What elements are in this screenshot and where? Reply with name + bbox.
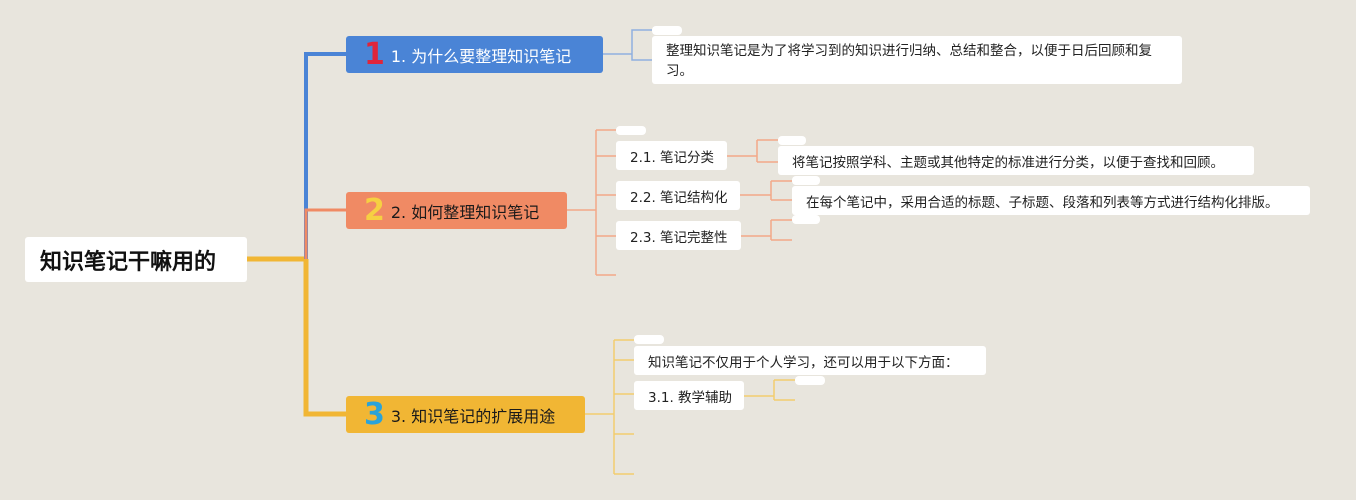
detail-text: 整理知识笔记是为了将学习到的知识进行归纳、总结和整合，以便于日后回顾和复习。 — [666, 43, 1152, 79]
empty-topic-stub[interactable] — [792, 176, 820, 185]
detail-card-why[interactable]: 整理知识笔记是为了将学习到的知识进行归纳、总结和整合，以便于日后回顾和复习。 — [652, 36, 1182, 84]
detail-card-structure[interactable]: 在每个笔记中，采用合适的标题、子标题、段落和列表等方式进行结构化排版。 — [792, 186, 1310, 215]
detail-text: 知识笔记不仅用于个人学习，还可以用于以下方面： — [648, 354, 959, 371]
subtopic-label: 2.2. 笔记结构化 — [630, 189, 728, 206]
branch-number-3: 3 — [364, 396, 385, 432]
root-topic[interactable]: 知识笔记干嘛用的 — [25, 237, 247, 282]
empty-topic-stub[interactable] — [778, 136, 806, 145]
branch-label: 2. 如何整理知识笔记 — [390, 202, 540, 222]
branch-extended-use[interactable]: 3 3. 知识笔记的扩展用途 — [346, 396, 585, 433]
empty-topic-stub[interactable] — [795, 376, 825, 385]
subtopic-teaching-aid[interactable]: 3.1. 教学辅助 — [634, 381, 744, 410]
subtopic-label: 3.1. 教学辅助 — [648, 389, 733, 406]
subtopic-label: 2.1. 笔记分类 — [630, 149, 715, 166]
empty-topic-stub[interactable] — [634, 335, 664, 344]
subtopic-note-completeness[interactable]: 2.3. 笔记完整性 — [616, 221, 741, 250]
empty-topic-stub[interactable] — [616, 126, 646, 135]
detail-text: 将笔记按照学科、主题或其他特定的标准进行分类，以便于查找和回顾。 — [792, 154, 1224, 171]
branch-number-2: 2 — [364, 192, 385, 228]
branch-label: 1. 为什么要整理知识笔记 — [390, 46, 572, 66]
empty-topic-stub[interactable] — [652, 26, 682, 35]
subtopic-note-category[interactable]: 2.1. 笔记分类 — [616, 141, 727, 170]
subtopic-note-structure[interactable]: 2.2. 笔记结构化 — [616, 181, 740, 210]
detail-text: 在每个笔记中，采用合适的标题、子标题、段落和列表等方式进行结构化排版。 — [806, 194, 1279, 211]
branch-number-1: 1 — [364, 36, 385, 72]
detail-card-category[interactable]: 将笔记按照学科、主题或其他特定的标准进行分类，以便于查找和回顾。 — [778, 146, 1254, 175]
branch-why-organize[interactable]: 1 1. 为什么要整理知识笔记 — [346, 36, 603, 73]
branch-how-organize[interactable]: 2 2. 如何整理知识笔记 — [346, 192, 567, 229]
detail-card-extended-intro[interactable]: 知识笔记不仅用于个人学习，还可以用于以下方面： — [634, 346, 986, 375]
empty-topic-stub[interactable] — [792, 215, 820, 224]
subtopic-label: 2.3. 笔记完整性 — [630, 229, 728, 246]
branch-label: 3. 知识笔记的扩展用途 — [390, 406, 556, 426]
root-title: 知识笔记干嘛用的 — [40, 249, 217, 275]
